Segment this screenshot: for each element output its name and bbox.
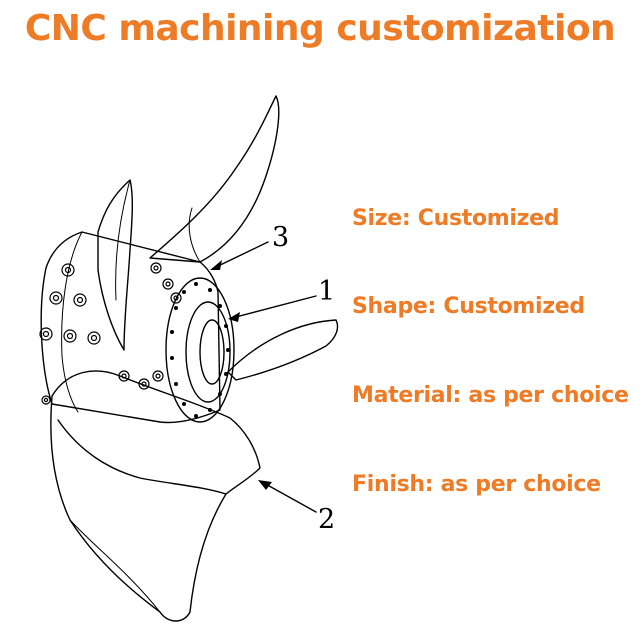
spec-shape: Shape: Customized <box>352 294 585 319</box>
arrow-3 <box>210 260 222 270</box>
page-title: CNC machining customization <box>24 8 616 49</box>
arrow-1 <box>228 312 240 322</box>
flange-bore <box>199 319 225 385</box>
flange-ring <box>185 301 231 403</box>
flange-outer <box>165 277 235 423</box>
leader-1 <box>231 295 317 319</box>
spec-finish: Finish: as per choice <box>352 472 601 497</box>
arrow-2 <box>258 480 272 490</box>
right-blade <box>227 319 339 381</box>
flange-bolts <box>170 282 230 418</box>
callout-3: 3 <box>272 222 289 253</box>
upper-left-blade <box>97 179 134 351</box>
callout-1: 1 <box>318 276 335 307</box>
leader-3 <box>213 241 269 269</box>
bolt-holes <box>39 262 182 405</box>
callout-2: 2 <box>318 504 335 535</box>
hub-body <box>40 231 221 424</box>
lower-blade <box>50 370 261 622</box>
leader-2 <box>261 481 317 513</box>
spec-size: Size: Customized <box>352 206 560 231</box>
spec-material: Material: as per choice <box>352 383 629 408</box>
upper-right-blade <box>149 95 280 263</box>
